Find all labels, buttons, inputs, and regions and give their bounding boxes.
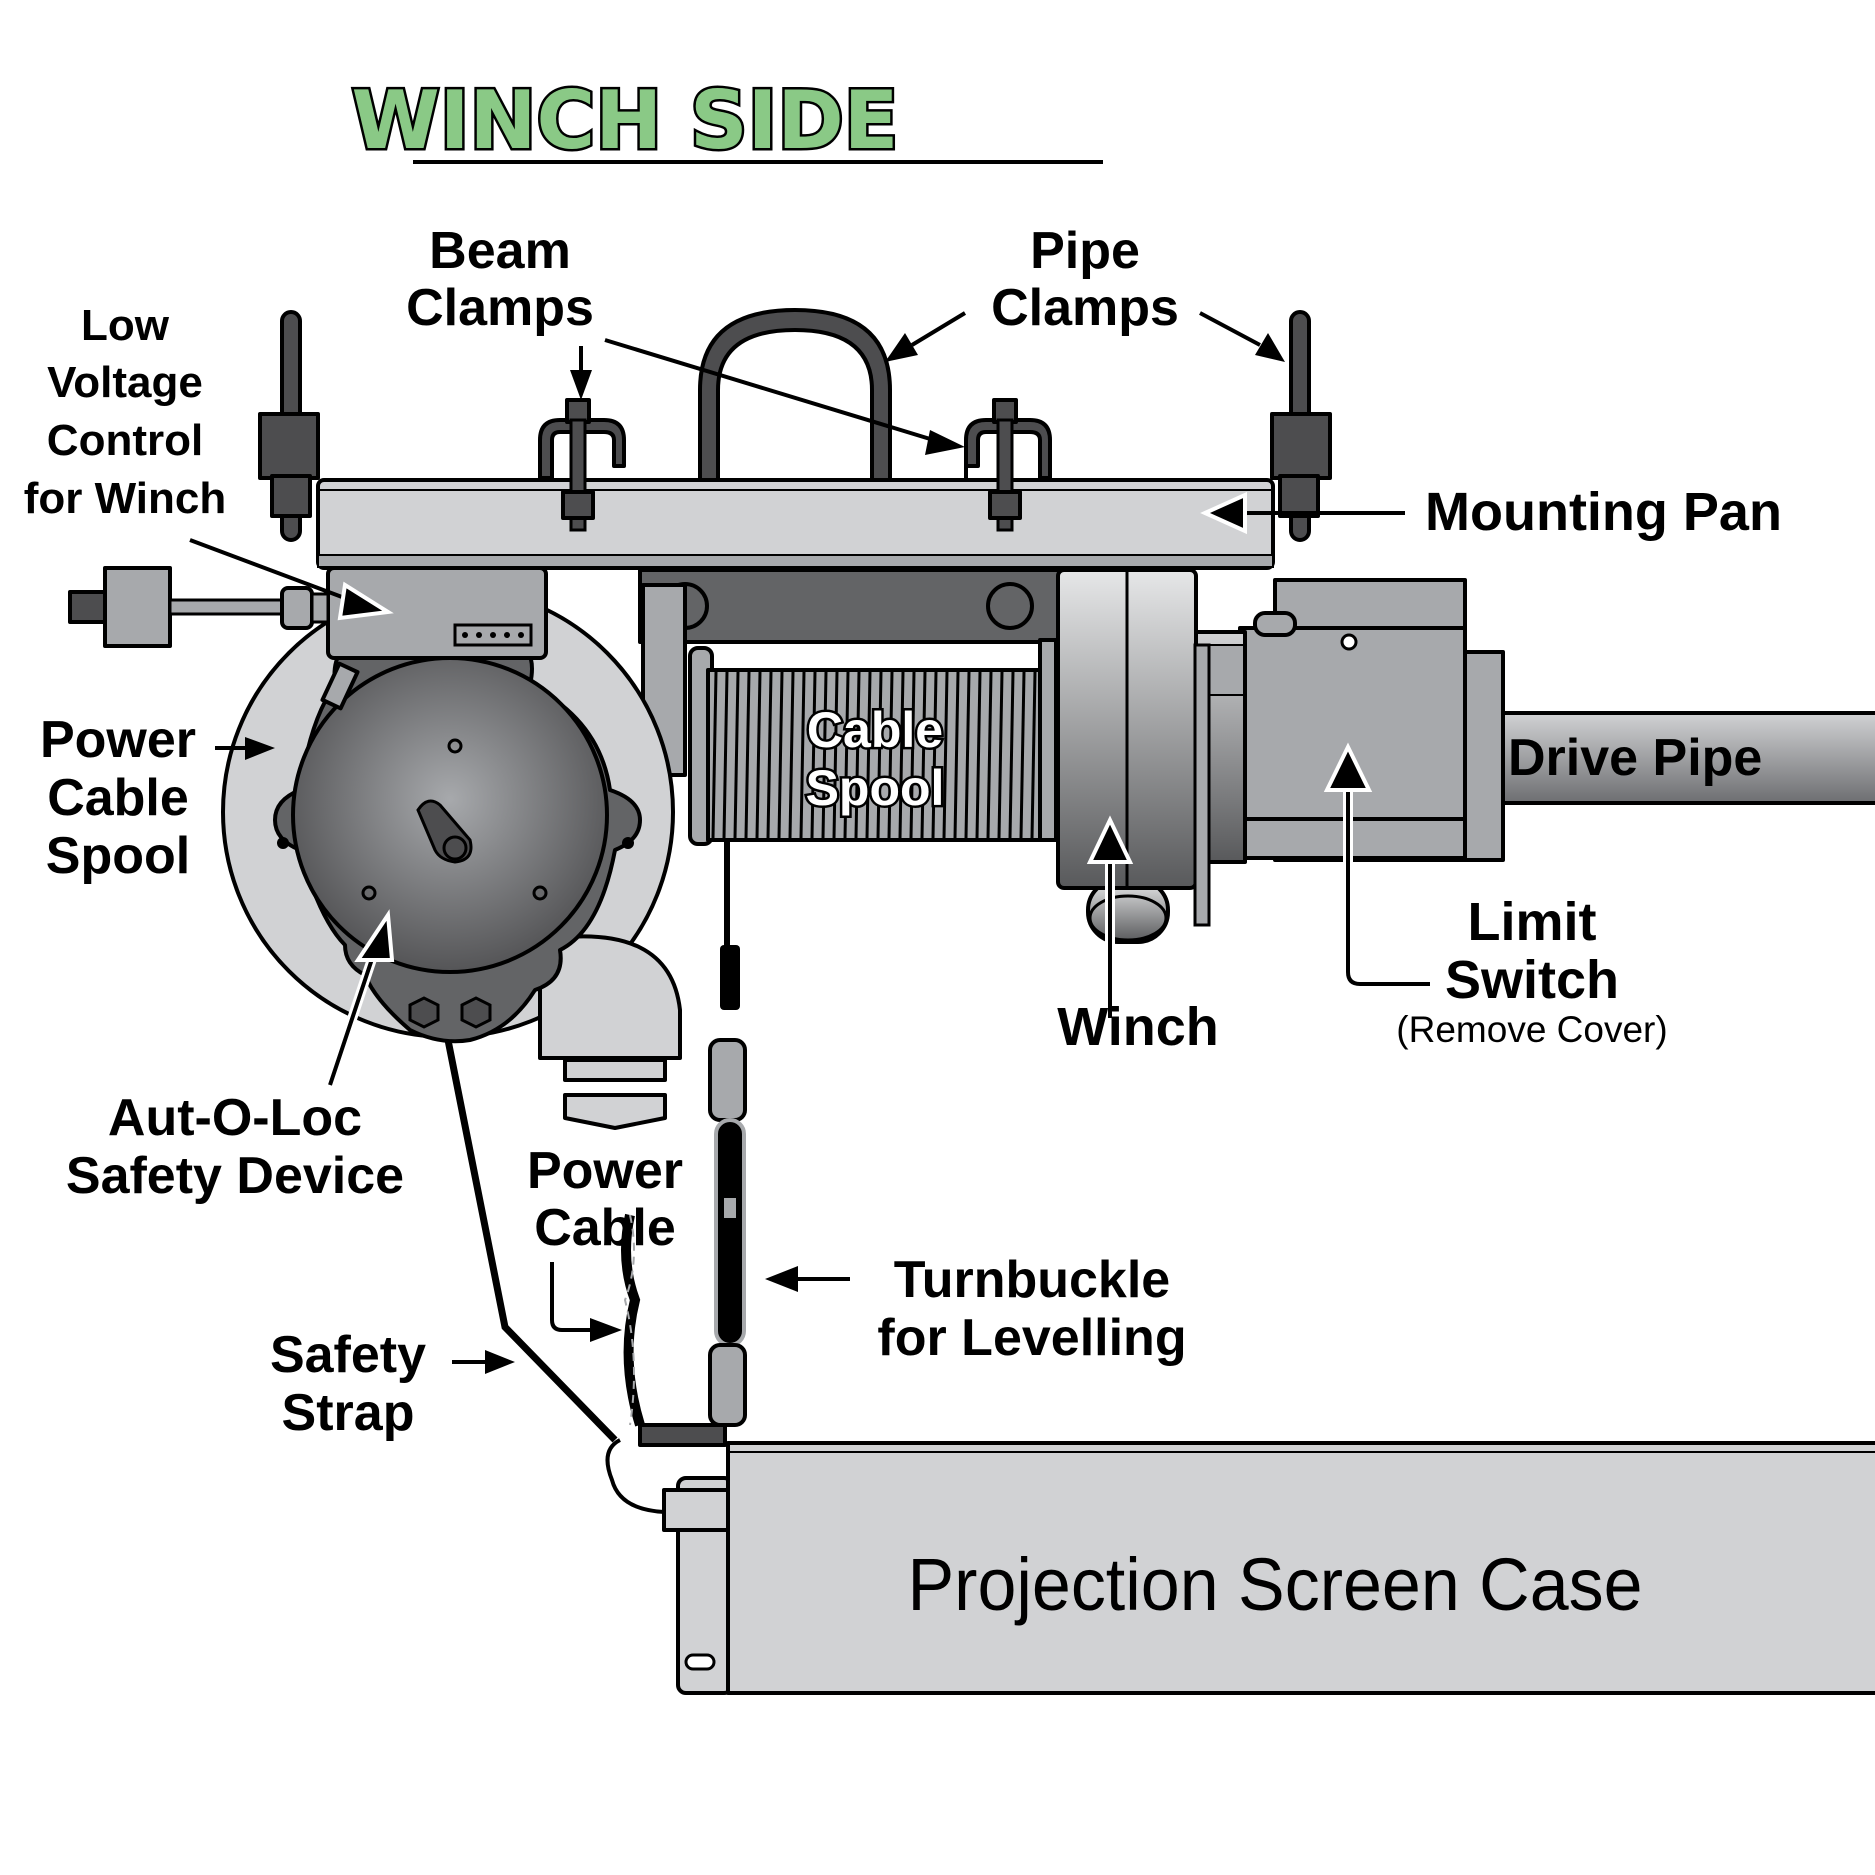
cable-groove <box>755 671 762 839</box>
label-line: Turnbuckle <box>894 1251 1170 1309</box>
cable-groove <box>843 671 850 839</box>
label-safety-strap: Safety Strap <box>270 1326 426 1442</box>
cable-groove <box>799 671 806 839</box>
label-line: Power <box>527 1142 683 1200</box>
page-title: WINCH SIDE <box>352 74 899 167</box>
label-line: Clamps <box>991 279 1179 337</box>
label-projection-screen-case: Projection Screen Case <box>908 1543 1643 1626</box>
cable-groove <box>1008 671 1015 839</box>
label-power-cable: Power Cable <box>527 1142 683 1257</box>
cable-groove <box>821 671 828 839</box>
label-winch: Winch <box>1057 997 1219 1057</box>
cable-groove <box>1030 671 1037 839</box>
spool-support-elbow <box>538 934 682 1130</box>
title-group: WINCH SIDE <box>349 72 1103 170</box>
power-cable <box>621 1213 645 1427</box>
label-line: Control <box>47 416 203 465</box>
label-line: Spool <box>806 760 945 816</box>
leader-arrows <box>189 311 1430 1374</box>
label-beam-clamps: Beam Clamps <box>406 222 594 337</box>
cable-groove <box>1019 671 1026 839</box>
label-line: Spool <box>46 827 190 885</box>
cable-groove <box>997 671 1004 839</box>
label-line: Strap <box>282 1384 415 1442</box>
cable-groove <box>986 671 993 839</box>
pan-bolt-left <box>258 310 320 542</box>
label-line: Limit <box>1468 892 1597 952</box>
cable-groove <box>788 671 795 839</box>
cable-groove <box>909 671 916 839</box>
label-line: Switch <box>1445 950 1619 1010</box>
winch-body <box>1056 568 1211 944</box>
cable-groove <box>887 671 894 839</box>
mounting-pan <box>316 478 1275 570</box>
label-line: Voltage <box>47 358 203 407</box>
limit-switch-housing <box>1238 578 1505 862</box>
cable-groove <box>942 671 949 839</box>
label-line: Low <box>81 301 170 350</box>
cable-groove <box>832 671 839 839</box>
cable-groove <box>865 671 872 839</box>
label-line: Aut-O-Loc <box>108 1089 362 1147</box>
cable-groove <box>931 671 938 839</box>
cable-groove <box>975 671 982 839</box>
label-line: for Levelling <box>877 1309 1186 1367</box>
cable-groove <box>733 671 740 839</box>
cable-groove <box>964 671 971 839</box>
label-line: Safety Device <box>66 1147 404 1205</box>
label-power-cable-spool: Power Cable Spool <box>40 711 196 885</box>
label-line: Safety <box>270 1326 426 1384</box>
label-line: Pipe <box>1030 222 1140 280</box>
label-line: Clamps <box>406 279 594 337</box>
cable-groove <box>810 671 817 839</box>
cable-groove <box>722 671 729 839</box>
label-cable-spool: Cable Spool <box>803 700 947 819</box>
beam-clamp-right <box>964 398 1052 532</box>
cable-groove <box>854 671 861 839</box>
label-line: Beam <box>429 222 571 280</box>
cable-groove <box>777 671 784 839</box>
cable-groove <box>920 671 927 839</box>
cable-groove <box>876 671 883 839</box>
label-low-voltage-control: Low Voltage Control for Winch <box>24 301 226 523</box>
projection-screen-case-body <box>605 1423 1875 1695</box>
label-line: Power <box>40 711 196 769</box>
pipe-clamp-u-bolt <box>698 308 892 482</box>
label-aut-o-loc: Aut-O-Loc Safety Device <box>66 1089 404 1205</box>
label-line: Cable <box>47 769 189 827</box>
label-pipe-clamps: Pipe Clamps <box>991 222 1179 337</box>
cable-groove <box>744 671 751 839</box>
cable-groove <box>711 671 718 839</box>
label-line: for Winch <box>24 474 226 523</box>
label-line: Cable <box>534 1199 676 1257</box>
label-line: (Remove Cover) <box>1396 1009 1667 1050</box>
safety-strap <box>444 1039 618 1443</box>
cable-groove <box>766 671 773 839</box>
cable-grooves <box>711 671 1037 839</box>
label-line: Cable <box>807 702 943 758</box>
label-turnbuckle: Turnbuckle for Levelling <box>877 1251 1186 1367</box>
cable-spool-drum <box>688 638 1058 846</box>
label-limit-switch: Limit Switch (Remove Cover) <box>1396 892 1667 1050</box>
cable-groove <box>898 671 905 839</box>
winch-frame <box>626 568 1062 777</box>
cable-groove <box>953 671 960 839</box>
cable-gland-bolt <box>68 566 330 648</box>
label-mounting-pan: Mounting Pan <box>1425 482 1782 542</box>
pan-bolt-right <box>1270 310 1332 542</box>
aut-o-loc-device <box>273 638 642 1044</box>
drive-pipe <box>1458 711 1875 805</box>
turnbuckle-assembly <box>708 842 747 1427</box>
beam-clamp-left <box>538 398 626 532</box>
label-drive-pipe: Drive Pipe <box>1508 729 1762 787</box>
